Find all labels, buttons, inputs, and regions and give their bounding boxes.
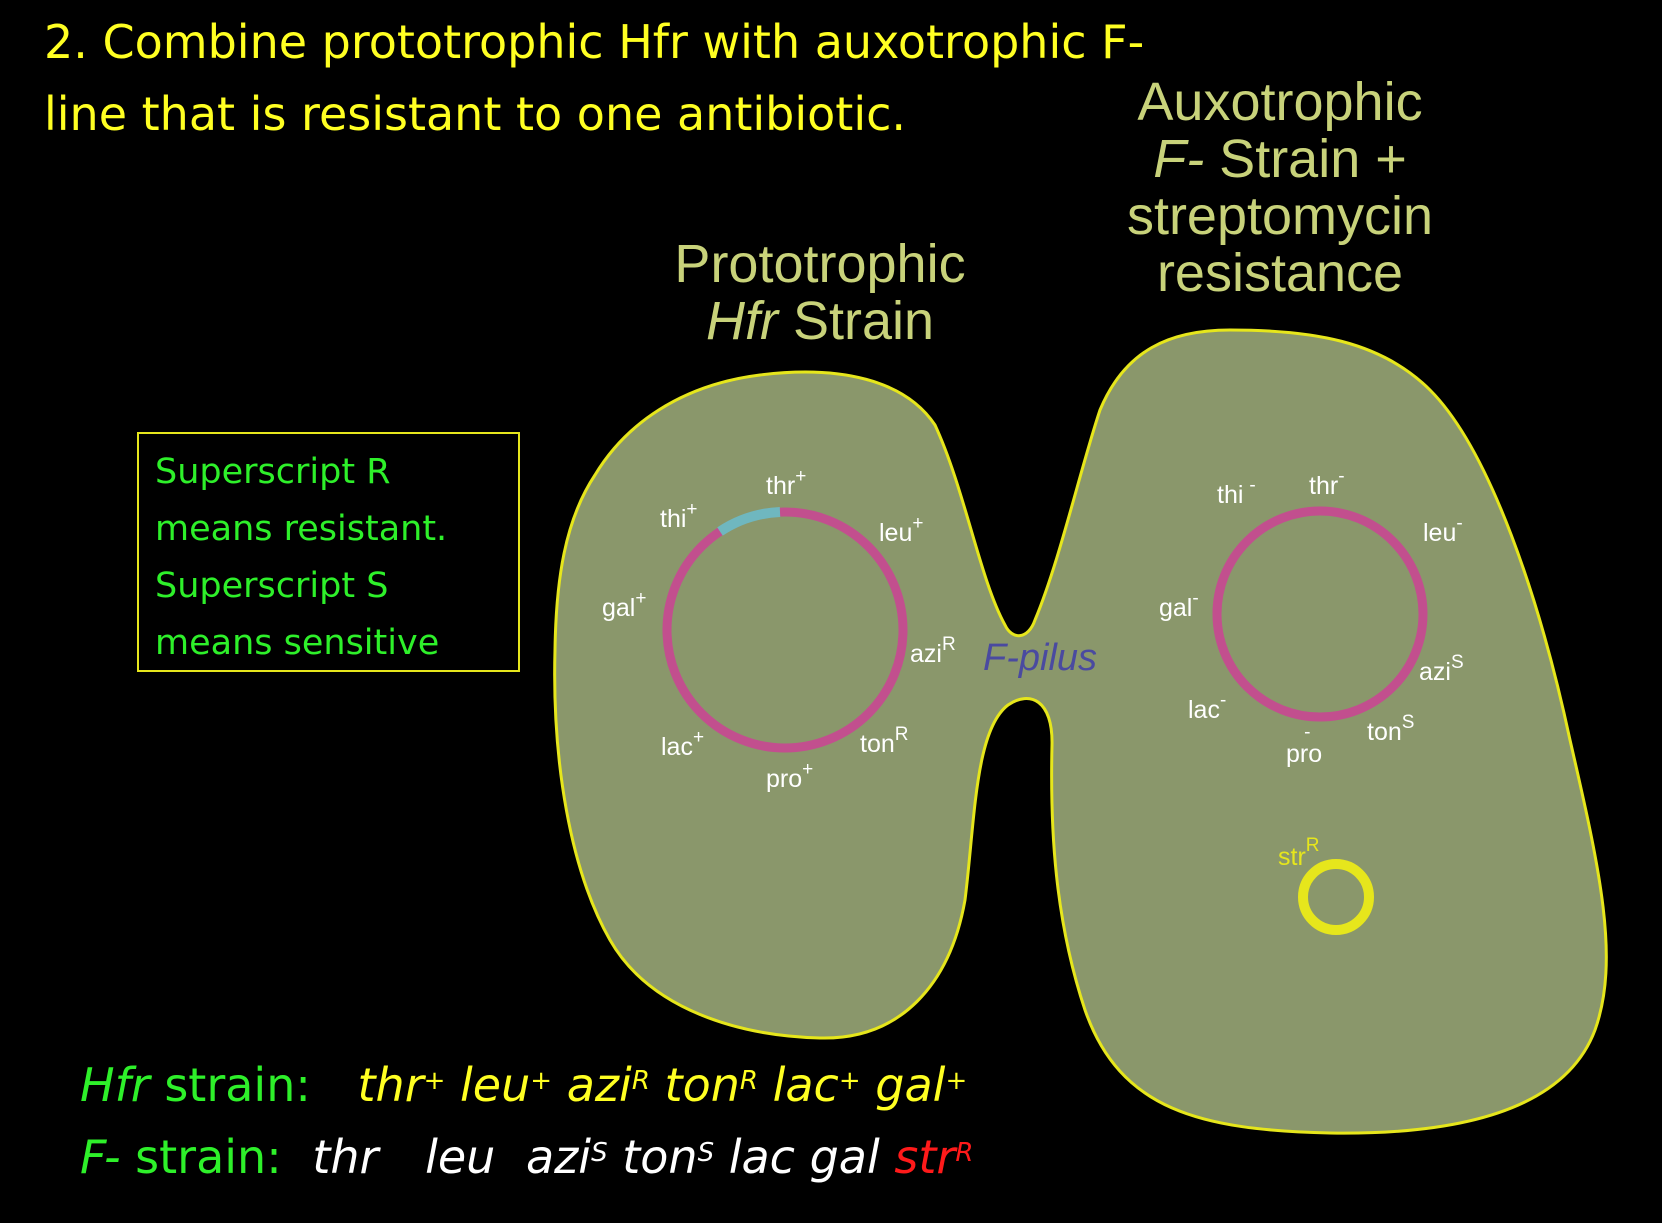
f-label-line-4: resistance (1156, 243, 1404, 303)
hfr-genotype-line: Hfr strain: thr+ leu+ aziR tonR lac+ gal… (80, 1055, 967, 1115)
hfr-strain-label: Prototrophic Hfr Strain (620, 236, 1020, 350)
f-strain-label: Auxotrophic F- Strain + streptomycin res… (1070, 74, 1490, 302)
hfr-transfer-segment (717, 507, 781, 536)
superscript-legend-box: Superscript R means resistant. Superscri… (137, 432, 520, 672)
f-genotype-str: strR (894, 1130, 974, 1184)
f-gene-pro: pro- (1286, 722, 1322, 768)
title-line-1: 2. Combine prototrophic Hfr with auxotro… (44, 15, 1145, 69)
hfr-genotype-label-rest: strain: (149, 1058, 311, 1112)
f-genotype-gal: gal (809, 1130, 880, 1184)
legend-line-2: means resistant. (155, 509, 448, 549)
hfr-chromosome (662, 507, 908, 753)
f-gene-lac: lac- (1188, 690, 1226, 724)
hfr-label-rest: Strain (777, 291, 935, 351)
hfr-genotype-gal: gal+ (875, 1058, 968, 1112)
f-label-line-1: Auxotrophic (1137, 72, 1423, 132)
legend-line-1: Superscript R (155, 452, 391, 492)
hfr-gene-gal: gal+ (602, 588, 646, 622)
hfr-gene-thr: thr+ (766, 466, 806, 500)
f-genotype-label-rest: strain: (120, 1130, 282, 1184)
f-gene-ton: tonS (1367, 712, 1414, 746)
hfr-gene-thi: thi+ (660, 499, 698, 533)
f-genotype-leu: leu (425, 1130, 496, 1184)
str-plasmid (1298, 859, 1374, 935)
f-pilus-label: F-pilus (983, 637, 1097, 679)
hfr-gene-azi: aziR (910, 634, 956, 668)
slide-title: 2. Combine prototrophic Hfr with auxotro… (44, 6, 1264, 150)
hfr-label-italic: Hfr (705, 291, 778, 351)
hfr-genotype-leu: leu+ (460, 1058, 553, 1112)
hfr-genotype-azi: aziR (566, 1058, 650, 1112)
f-genotype-ton: tonS (622, 1130, 715, 1184)
f-chromosome (1212, 506, 1428, 722)
hfr-gene-leu: leu+ (879, 513, 923, 547)
f-gene-thr: thr- (1309, 466, 1345, 500)
hfr-gene-lac: lac+ (661, 727, 704, 761)
f-label-italic: F- (1153, 129, 1205, 189)
f-genotype-lac: lac (728, 1130, 795, 1184)
f-gene-gal: gal- (1159, 588, 1199, 622)
f-genotype-thr: thr (312, 1130, 379, 1184)
hfr-label-line-1: Prototrophic (674, 234, 966, 294)
legend-line-4: means sensitive (155, 623, 440, 663)
plasmid-gene-str: strR (1278, 835, 1320, 871)
hfr-genotype-ton: tonR (664, 1058, 758, 1112)
hfr-gene-ton: tonR (860, 724, 909, 758)
hfr-label-line-2: Hfr Strain (620, 293, 1020, 350)
hfr-cell (553, 328, 1608, 1135)
f-label-line-2: F- Strain + (1070, 131, 1490, 188)
f-label-line-3: streptomycin (1126, 186, 1434, 246)
hfr-genotype-thr: thr+ (357, 1058, 446, 1112)
title-line-2: line that is resistant to one antibiotic… (44, 87, 907, 141)
f-genotype-label-italic: F- (80, 1130, 121, 1184)
hfr-genotype-lac: lac+ (772, 1058, 861, 1112)
f-genotype-azi: aziS (525, 1130, 608, 1184)
f-genotype-line: F- strain: thr leu aziS tonS lac gal str… (80, 1127, 973, 1187)
f-gene-azi: aziS (1419, 652, 1464, 686)
hfr-genotype-label-italic: Hfr (80, 1058, 150, 1112)
hfr-gene-pro: pro+ (766, 759, 813, 793)
legend-line-3: Superscript S (155, 566, 389, 606)
f-gene-thi: thi- (1217, 475, 1256, 509)
f-label-rest: Strain + (1204, 129, 1407, 189)
f-gene-leu: leu- (1423, 513, 1463, 547)
